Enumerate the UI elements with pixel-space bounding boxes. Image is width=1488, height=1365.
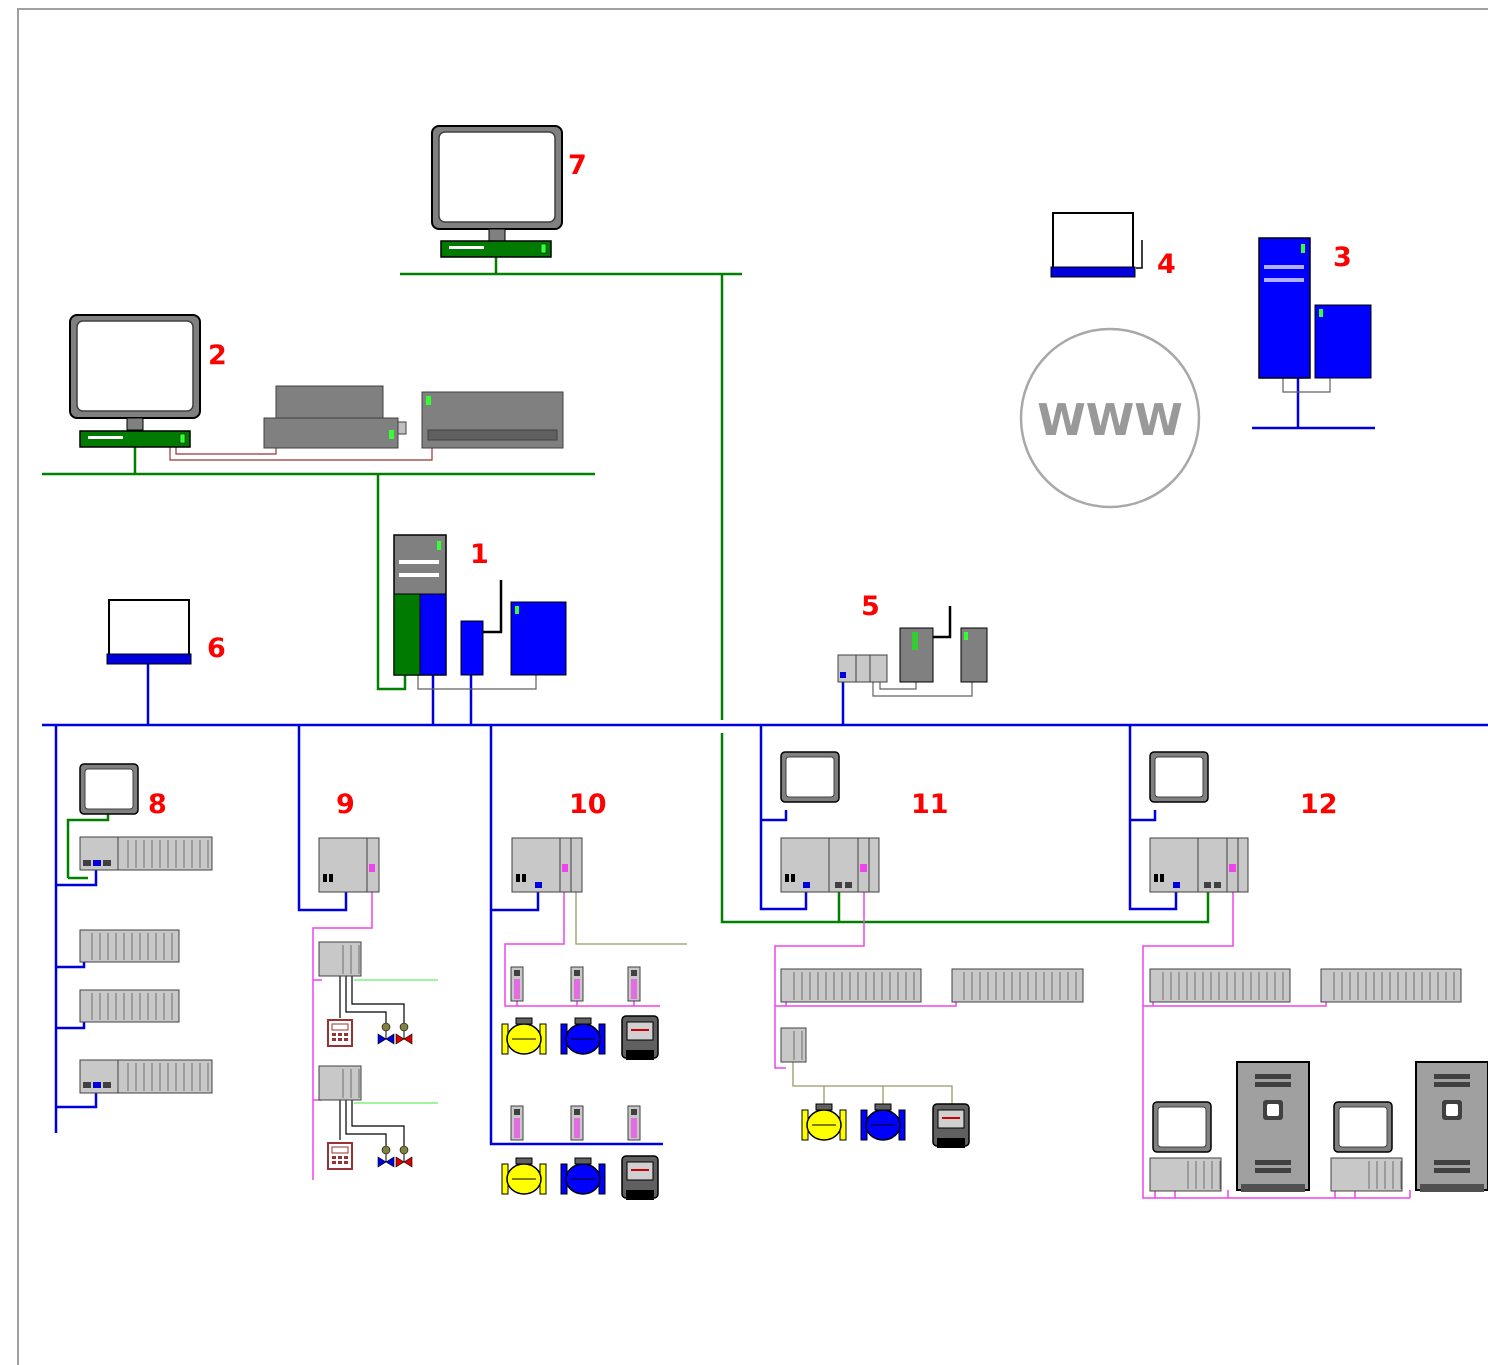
sensor-cable xyxy=(575,890,953,1104)
signal-line xyxy=(354,979,438,1104)
label-7: 7 xyxy=(568,150,587,181)
station-8[interactable] xyxy=(79,763,213,1094)
laptop-6[interactable] xyxy=(106,599,192,665)
workstation-7[interactable] xyxy=(431,125,563,258)
server-1[interactable] xyxy=(393,534,567,676)
control-wire xyxy=(339,975,405,1150)
label-8: 8 xyxy=(148,789,167,820)
station-10[interactable] xyxy=(501,837,659,1201)
workstation-2[interactable] xyxy=(69,314,201,448)
printer-cable xyxy=(169,446,433,461)
ethernet-bus xyxy=(42,378,1488,1146)
station-9[interactable] xyxy=(318,837,413,1170)
plotter-icon[interactable] xyxy=(421,391,564,449)
label-6: 6 xyxy=(207,633,226,664)
diagram-frame xyxy=(17,8,1488,1365)
laptop-4[interactable] xyxy=(1050,212,1143,278)
local-cable xyxy=(417,378,1331,697)
label-12: 12 xyxy=(1300,789,1338,820)
globe-icon xyxy=(1019,327,1201,509)
office-network xyxy=(42,256,1210,924)
server-3[interactable] xyxy=(1258,237,1372,379)
internet-label: WWW xyxy=(1037,395,1183,446)
label-9: 9 xyxy=(336,789,355,820)
label-4: 4 xyxy=(1157,249,1176,280)
label-10: 10 xyxy=(569,789,607,820)
io-module-ribs xyxy=(91,840,1455,1189)
label-3: 3 xyxy=(1333,242,1352,273)
label-1: 1 xyxy=(470,539,489,570)
gateway-5[interactable] xyxy=(837,606,988,683)
label-5: 5 xyxy=(861,591,880,622)
label-2: 2 xyxy=(208,340,227,371)
printer-icon[interactable] xyxy=(263,385,407,449)
label-11: 11 xyxy=(911,789,949,820)
